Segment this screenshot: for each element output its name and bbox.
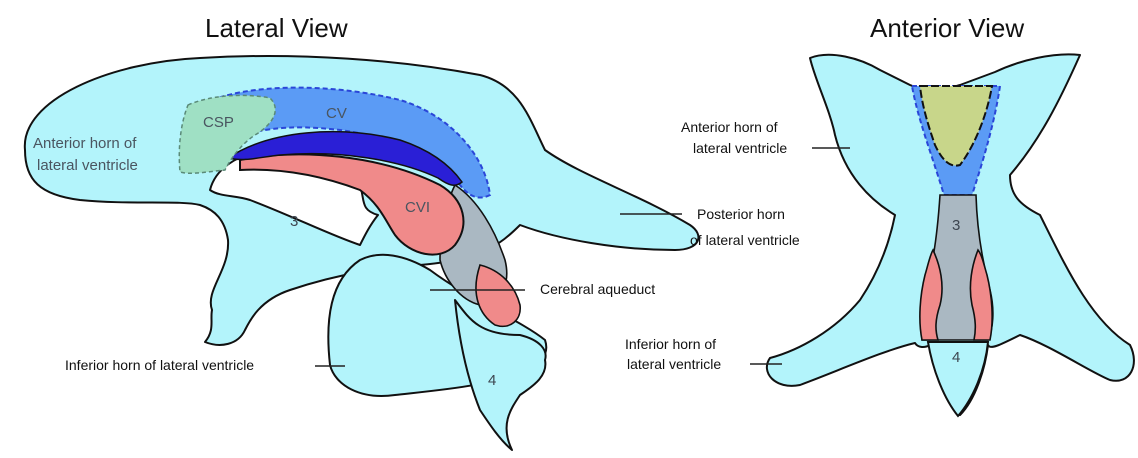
third-ventricle-label-anterior: 3 bbox=[952, 217, 960, 234]
fourth-ventricle-label-lateral: 4 bbox=[488, 372, 496, 389]
inferior-horn-label-lateral: Inferior horn of lateral ventricle bbox=[65, 357, 254, 373]
anterior-horn-label-lateral-line2: lateral ventricle bbox=[37, 157, 138, 174]
anterior-horn-label-anterior-line1: Anterior horn of bbox=[681, 119, 778, 135]
anterior-horn-label-lateral-line1: Anterior horn of bbox=[33, 135, 137, 152]
lateral-view: CSP CV CVI 3 4 Anterior horn of lateral … bbox=[25, 56, 800, 450]
posterior-horn-label-line2: of lateral ventricle bbox=[690, 232, 800, 248]
inferior-horn-label-anterior-line1: Inferior horn of bbox=[625, 336, 716, 352]
inferior-horn-label-anterior-line2: lateral ventricle bbox=[627, 356, 721, 372]
lateral-view-title: Lateral View bbox=[205, 13, 348, 43]
cv-label: CV bbox=[326, 105, 347, 122]
anterior-horn-label-anterior-line2: lateral ventricle bbox=[693, 140, 787, 156]
third-ventricle-label-lateral: 3 bbox=[290, 213, 298, 230]
cerebral-aqueduct-label: Cerebral aqueduct bbox=[540, 281, 655, 297]
csp-label: CSP bbox=[203, 114, 234, 131]
posterior-horn-label-line1: Posterior horn bbox=[697, 206, 785, 222]
fourth-ventricle-label-anterior: 4 bbox=[952, 349, 960, 366]
cvi-label: CVI bbox=[405, 199, 430, 216]
anterior-view-title: Anterior View bbox=[870, 13, 1024, 43]
